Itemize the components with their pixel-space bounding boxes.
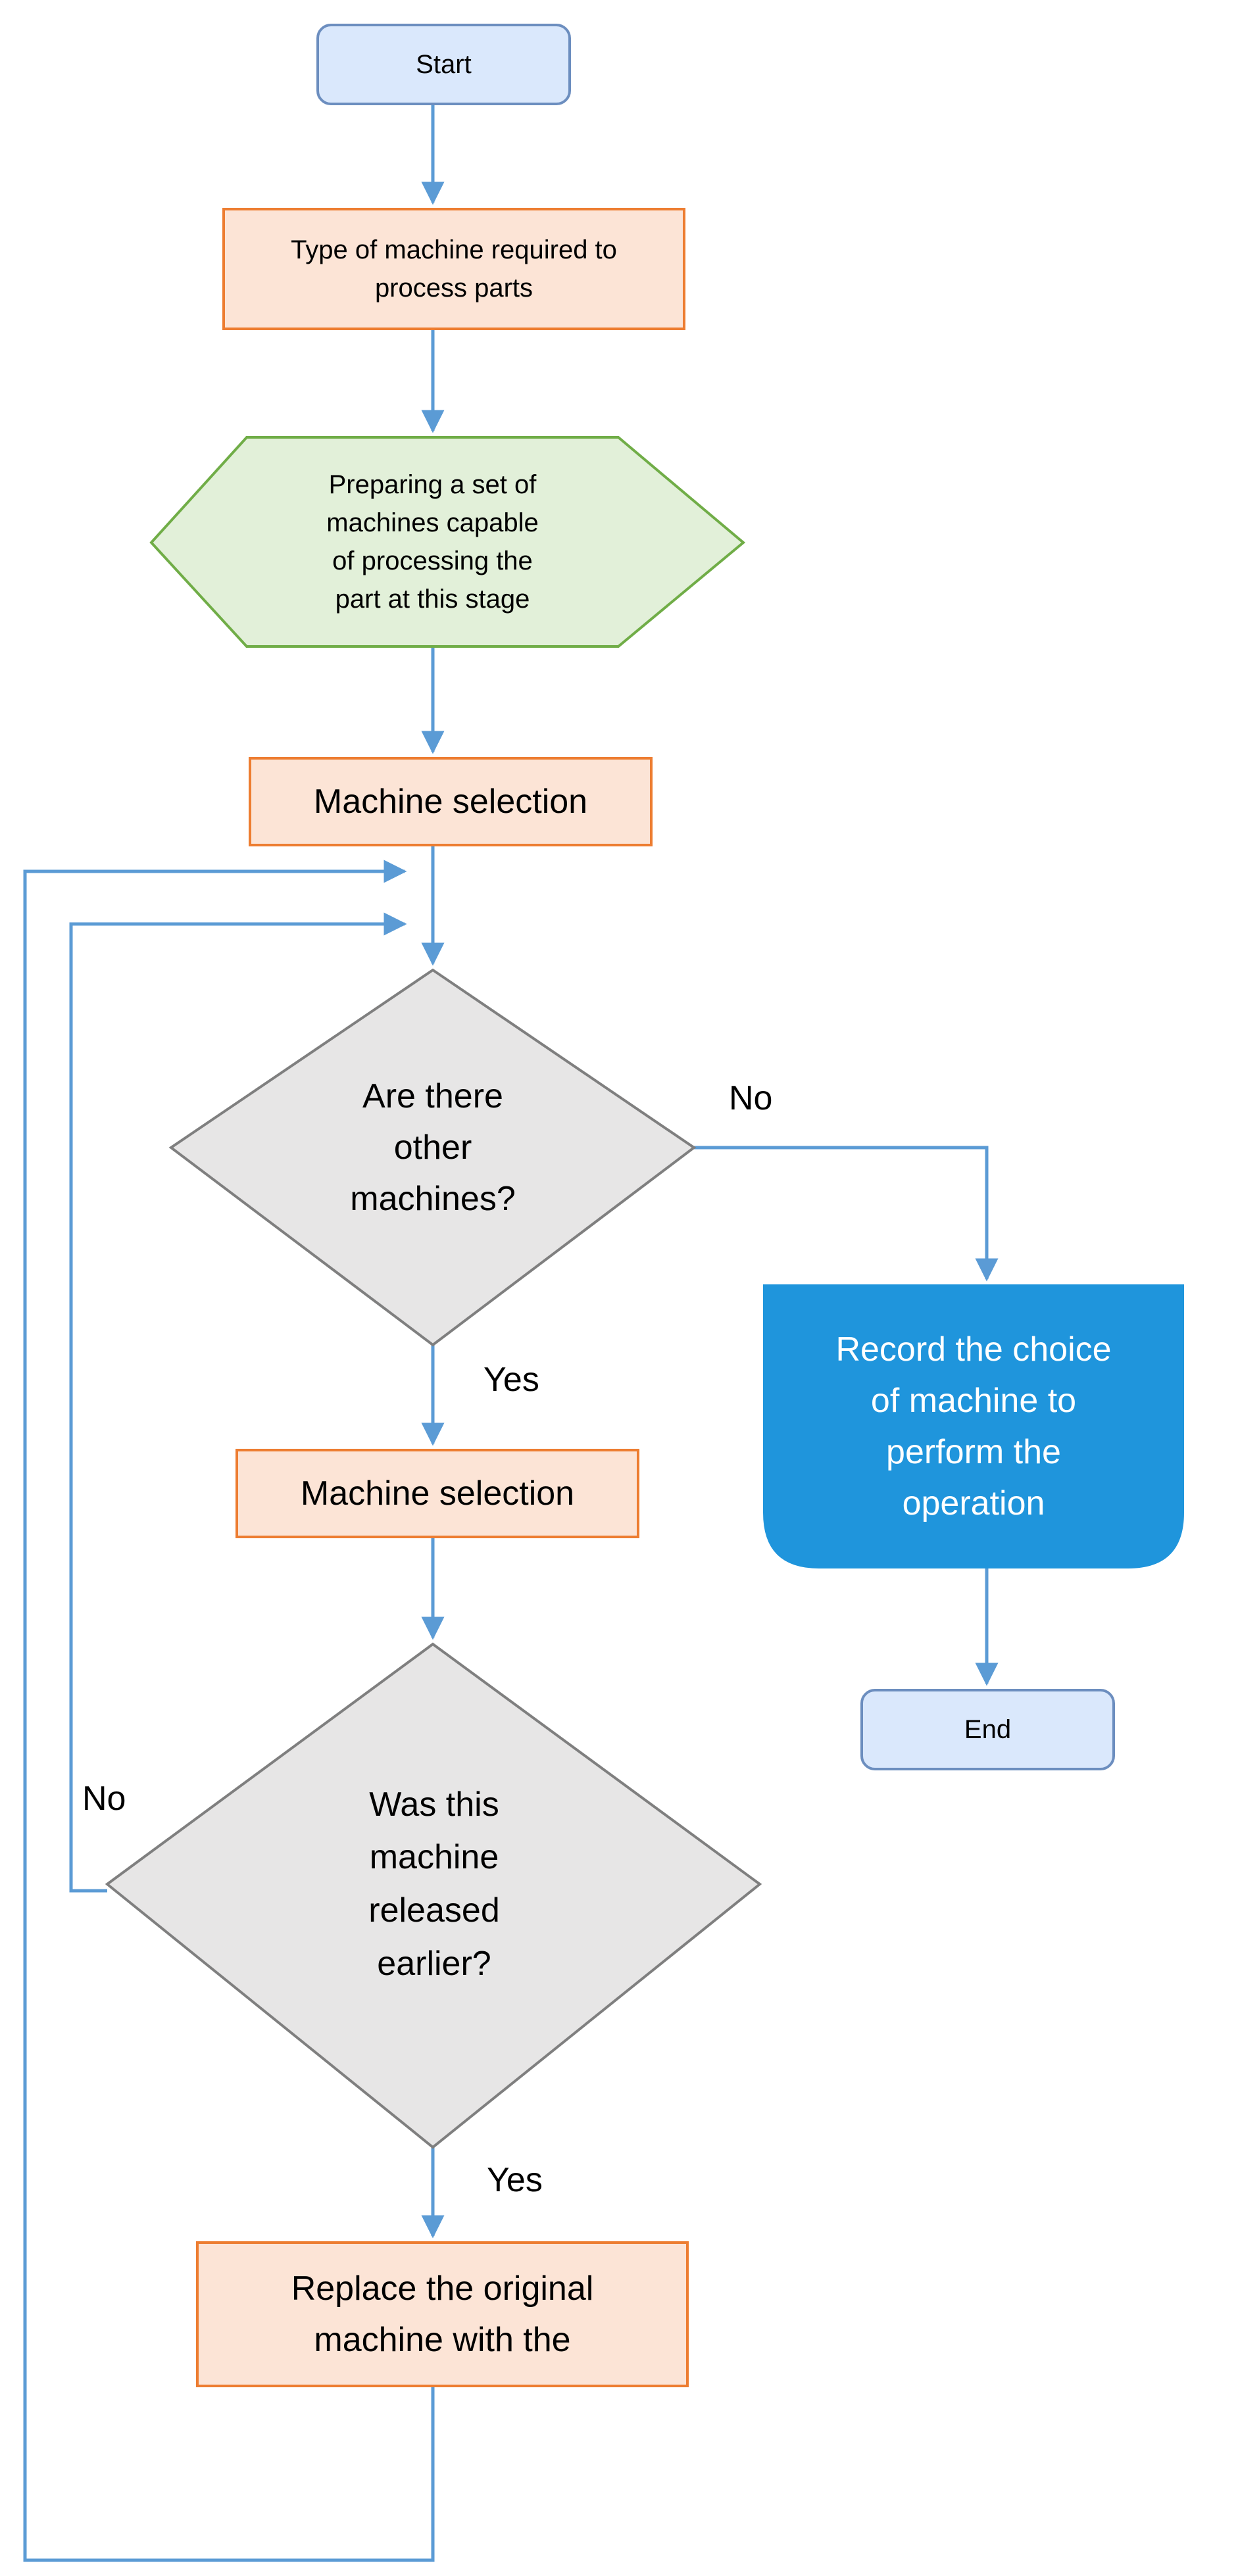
record-choice-label: Record the choice of machine to perform … <box>835 1330 1112 1522</box>
start-label: Start <box>416 49 472 79</box>
edge-no-loop-back <box>69 912 407 1893</box>
machine-selection-process-2 <box>235 1449 639 1538</box>
other-machines-label: Are there other machines? <box>350 1077 516 1218</box>
end-terminal <box>860 1689 1115 1770</box>
edge-label-no-left: No <box>82 1780 126 1818</box>
edge-label-no-right: No <box>729 1079 773 1117</box>
machine-selection-label-2: Machine selection <box>300 1474 575 1513</box>
machine-type-label: Type of machine required to process part… <box>291 235 617 303</box>
machine-selection-process-1 <box>249 757 653 846</box>
connectors <box>23 104 999 2562</box>
start-terminal <box>316 24 571 105</box>
edge-label-yes-2: Yes <box>487 2161 543 2199</box>
replace-original-label: Replace the original machine with the <box>291 2270 594 2359</box>
released-earlier-decision <box>105 1642 762 2149</box>
machine-type-process <box>222 208 685 330</box>
prepare-set-label: Preparing a set of machines capable of p… <box>326 470 539 614</box>
record-choice-process <box>763 1284 1184 1568</box>
edge-no-to-record <box>694 1146 999 1282</box>
replace-original-process <box>196 2241 689 2387</box>
edge-label-yes-1: Yes <box>483 1361 539 1399</box>
prepare-set-preparation <box>149 436 746 648</box>
end-label: End <box>964 1714 1012 1744</box>
released-earlier-label: Was this machine released earlier? <box>368 1785 500 1983</box>
edge-replace-loop-back <box>23 860 435 2562</box>
other-machines-decision <box>168 968 697 1347</box>
machine-selection-label-1: Machine selection <box>313 783 588 821</box>
